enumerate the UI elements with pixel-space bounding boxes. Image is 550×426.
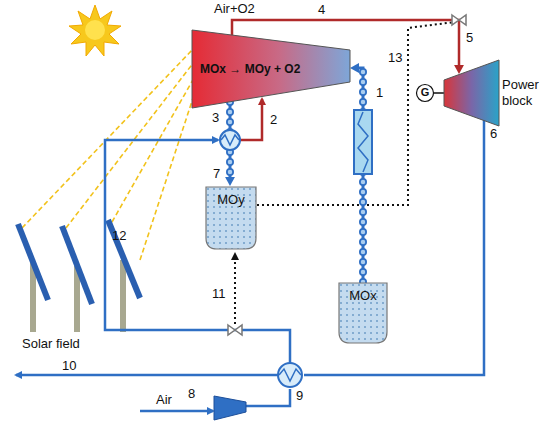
- area-label: Solar field: [22, 336, 80, 351]
- valve: [228, 325, 242, 335]
- stream-label: Air: [156, 392, 172, 407]
- preheater: [354, 110, 372, 174]
- arrowhead: [225, 177, 235, 186]
- node-label: MOx: [349, 288, 376, 304]
- callout-number: 10: [62, 358, 76, 373]
- node-label: MOy: [217, 192, 244, 208]
- flow-line: [434, 92, 444, 94]
- valve: [452, 15, 466, 25]
- air-line: [245, 389, 290, 406]
- callout-number: 4: [318, 2, 325, 17]
- callout-number: 6: [490, 126, 497, 141]
- generator-circle: G: [416, 84, 434, 102]
- air-line: [140, 410, 213, 413]
- callout-number: 8: [188, 386, 195, 401]
- exhaust-line: [16, 374, 278, 377]
- sun: [69, 5, 121, 56]
- node-label: Power block: [502, 77, 542, 108]
- solar-rays: [22, 48, 194, 260]
- stream-label: Air+O2: [214, 1, 255, 16]
- callout-number: 12: [112, 228, 126, 243]
- arrowhead: [350, 63, 359, 73]
- shaft-line: [434, 93, 444, 94]
- power-block-turbine: Power block: [444, 60, 544, 126]
- callout-number: 13: [388, 50, 402, 65]
- callout-number: 5: [466, 30, 473, 45]
- exhaust-line: [304, 120, 484, 375]
- callout-number: 1: [376, 85, 383, 100]
- callout-number: 3: [212, 110, 219, 125]
- node-label: G: [421, 86, 430, 99]
- solar-receiver: MOx → MOy + O2: [192, 30, 352, 108]
- arrowhead: [454, 65, 464, 74]
- heat-exchanger: [220, 130, 240, 150]
- heat-exchanger: [278, 363, 302, 387]
- callout-number: 11: [212, 286, 226, 301]
- callout-number: 9: [296, 388, 303, 403]
- storage-tank: MOx: [338, 282, 388, 344]
- storage-tank: MOy: [205, 186, 257, 250]
- node-label: MOx → MOy + O2: [200, 62, 300, 76]
- air-line: [105, 140, 290, 363]
- heliostats: [18, 220, 140, 332]
- compressor: [214, 396, 246, 420]
- air-line: [240, 99, 262, 140]
- callout-number: 2: [270, 112, 277, 127]
- callout-number: 7: [213, 166, 220, 181]
- control-line: [234, 254, 236, 324]
